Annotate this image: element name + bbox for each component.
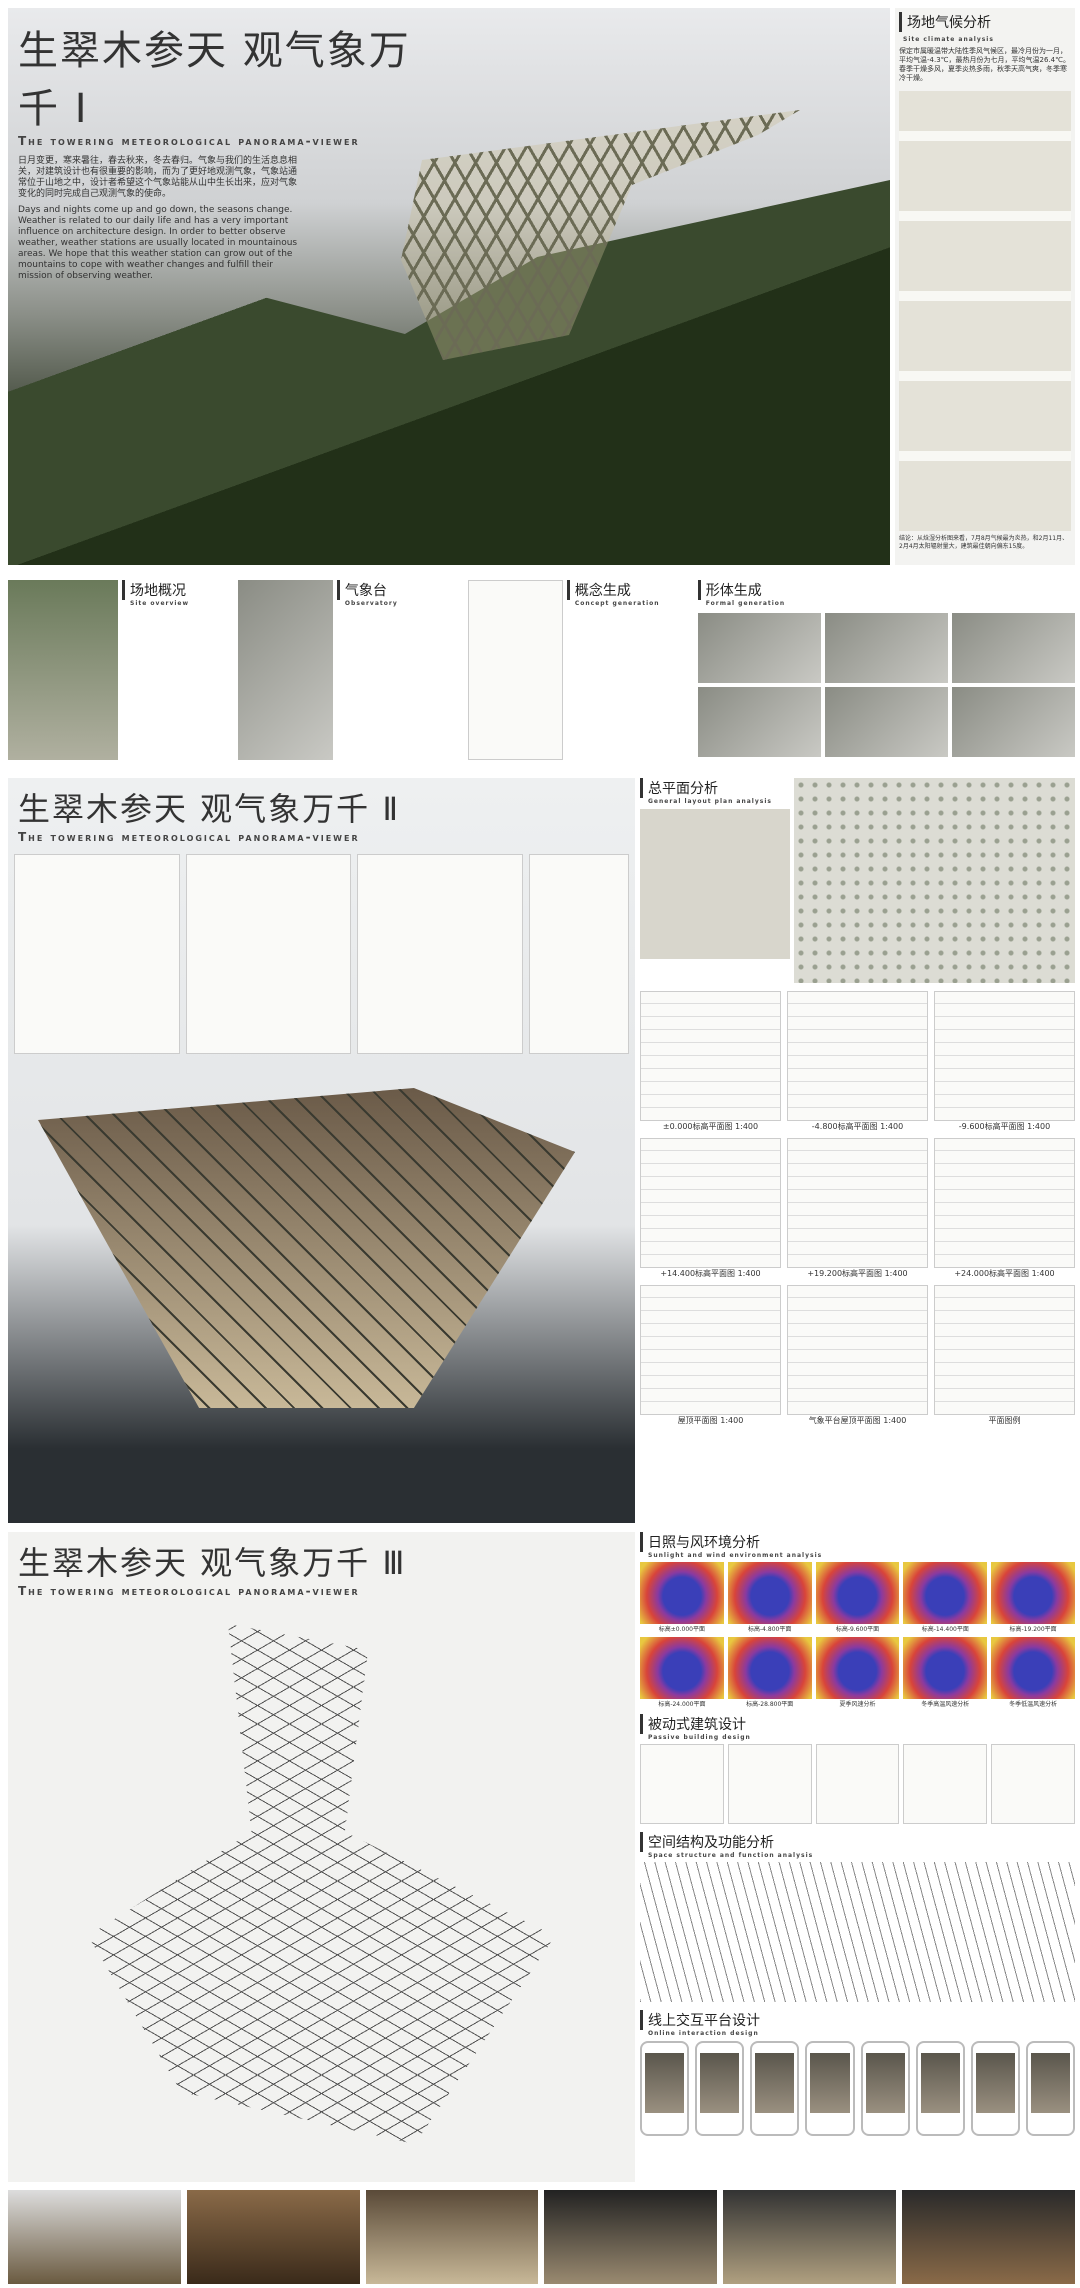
heatmap-label: 标高±0.000平面 [658, 1626, 705, 1633]
plan-scale: 1:400 [735, 1122, 759, 1131]
heatmap: 标高-28.800平面 [727, 1637, 812, 1708]
sun-title: 日照与风环境分析 [640, 1532, 1075, 1552]
climate-note: 结论：从焓湿分析图来看，7月8月气候最为炎热，和2月11月、2月4月太阳辐射量大… [899, 535, 1069, 550]
plan-scale: 1:400 [884, 1269, 908, 1278]
floor-plan: -4.800标高平面图 1:400 [787, 991, 928, 1132]
heatmap: 冬季低温风速分析 [991, 1637, 1075, 1708]
axonometric: 生翠木参天 观气象万千 Ⅲ The towering meteorological… [8, 1532, 635, 2182]
sun-subtitle: Sunlight and wind environment analysis [648, 1552, 823, 1559]
floor-plan: -9.600标高平面图 1:400 [934, 991, 1075, 1132]
board3-title: 生翠木参天 观气象万千 Ⅲ [18, 1544, 407, 1582]
board1-header: 生翠木参天 观气象万千 Ⅰ The towering meteorologica… [18, 18, 418, 282]
plan-label: +24.000标高平面图 [954, 1269, 1030, 1278]
board3-subtitle: The towering meteorological panorama-vie… [18, 1584, 360, 1598]
plan-label: +19.200标高平面图 [807, 1269, 883, 1278]
plan-label: -9.600标高平面图 [958, 1122, 1025, 1131]
floor-plan: 屋顶平面图 1:400 [640, 1285, 781, 1426]
board1-title: 生翠木参天 观气象万千 Ⅰ [18, 28, 411, 132]
section-subtitle: Concept generation [574, 600, 660, 607]
heatmap-label: 标高-4.800平面 [748, 1626, 792, 1633]
plan-scale: 1:400 [883, 1416, 907, 1425]
heatmap-label: 标高-24.000平面 [658, 1701, 706, 1708]
section-subtitle: Observatory [344, 600, 398, 607]
heatmap: 标高-4.800平面 [727, 1562, 812, 1633]
layout-subtitle: General layout plan analysis [648, 798, 772, 805]
board1-subtitle: The towering meteorological panorama-vie… [18, 134, 360, 148]
plan-label: +14.400标高平面图 [660, 1269, 736, 1278]
heatmap-label: 标高-14.400平面 [921, 1626, 969, 1633]
heatmap-label: 标高-9.600平面 [835, 1626, 880, 1633]
passive-subtitle: Passive building design [648, 1734, 751, 1741]
climate-column: 场地气候分析 Site climate analysis 保定市属暖温带大陆性季… [895, 8, 1075, 565]
plan-scale: 1:400 [720, 1416, 744, 1425]
plan-scale: 1:400 [880, 1122, 904, 1131]
section-title: 形体生成 [697, 580, 1075, 600]
climate-charts [899, 91, 1071, 531]
plan-label: -4.800标高平面图 [811, 1122, 878, 1131]
site-plan [794, 778, 1075, 983]
heatmap: 冬季高温风速分析 [903, 1637, 988, 1708]
plan-scale: 1:400 [1027, 1122, 1051, 1131]
phone-mockups [640, 2041, 1075, 2136]
interior-renders [8, 2190, 1075, 2284]
exploded-axon [88, 1624, 555, 2144]
heatmap-label: 标高-28.800平面 [746, 1701, 794, 1708]
climate-title: 场地气候分析 [899, 12, 1071, 32]
heatmap: 标高±0.000平面 [640, 1562, 724, 1633]
floor-plan: 气象平台屋顶平面图 1:400 [787, 1285, 928, 1426]
plan-label: 屋顶平面图 [677, 1416, 718, 1425]
section-title: 场地概况 [122, 580, 189, 600]
floor-plan: +14.400标高平面图 1:400 [640, 1138, 781, 1279]
heatmap: 夏季风速分析 [815, 1637, 900, 1708]
heatmap-label: 冬季高温风速分析 [921, 1701, 970, 1708]
section-subtitle: Site overview [130, 600, 190, 607]
floor-plan: +24.000标高平面图 1:400 [934, 1138, 1075, 1279]
board2-title: 生翠木参天 观气象万千 Ⅱ [18, 790, 401, 828]
section-title: 概念生成 [566, 580, 660, 600]
online-subtitle: Online interaction design [648, 2030, 759, 2037]
plan-scale: 1:400 [737, 1269, 761, 1278]
heatmap-label: 标高-19.200平面 [1009, 1626, 1057, 1633]
intro-en: Days and nights come up and go down, the… [18, 205, 298, 281]
floor-plan: ±0.000标高平面图 1:400 [640, 991, 781, 1132]
plan-label: 气象平台屋顶平面图 [808, 1416, 881, 1425]
passive-title: 被动式建筑设计 [640, 1714, 1075, 1734]
plan-label: ±0.000标高平面图 [662, 1122, 733, 1131]
intro-cn: 日月变更，寒来暑往，春去秋来，冬去春归。气象与我们的生活息息相关，对建筑设计也有… [18, 156, 298, 199]
plan-label: 平面图例 [988, 1416, 1021, 1425]
floor-plan: 平面图例 [934, 1285, 1075, 1426]
section-subtitle: Formal generation [705, 600, 786, 607]
heatmap: 标高-9.600平面 [815, 1562, 900, 1633]
heatmap: 标高-14.400平面 [903, 1562, 988, 1633]
climate-subtitle: Site climate analysis [903, 36, 994, 43]
space-title: 空间结构及功能分析 [640, 1832, 1075, 1852]
structure-diagrams [640, 1862, 1075, 2002]
section-render: 生翠木参天 观气象万千 Ⅱ The towering meteorological… [8, 778, 635, 1523]
space-subtitle: Space structure and function analysis [648, 1852, 814, 1859]
section-title: 气象台 [336, 580, 398, 600]
heatmap: 标高-24.000平面 [640, 1637, 724, 1708]
floor-plan: +19.200标高平面图 1:400 [787, 1138, 928, 1279]
board2-subtitle: The towering meteorological panorama-vie… [18, 830, 360, 844]
climate-text: 保定市属暖温带大陆性季风气候区，最冷月份为一月，平均气温-4.3℃，最热月份为七… [899, 47, 1070, 82]
heatmap: 标高-19.200平面 [991, 1562, 1075, 1633]
building-section [38, 1088, 575, 1408]
online-title: 线上交互平台设计 [640, 2010, 1075, 2030]
heatmap-label: 冬季低温风速分析 [1009, 1701, 1058, 1708]
layout-title: 总平面分析 [640, 778, 790, 798]
heatmap-label: 夏季风速分析 [839, 1701, 876, 1708]
plan-scale: 1:400 [1031, 1269, 1055, 1278]
